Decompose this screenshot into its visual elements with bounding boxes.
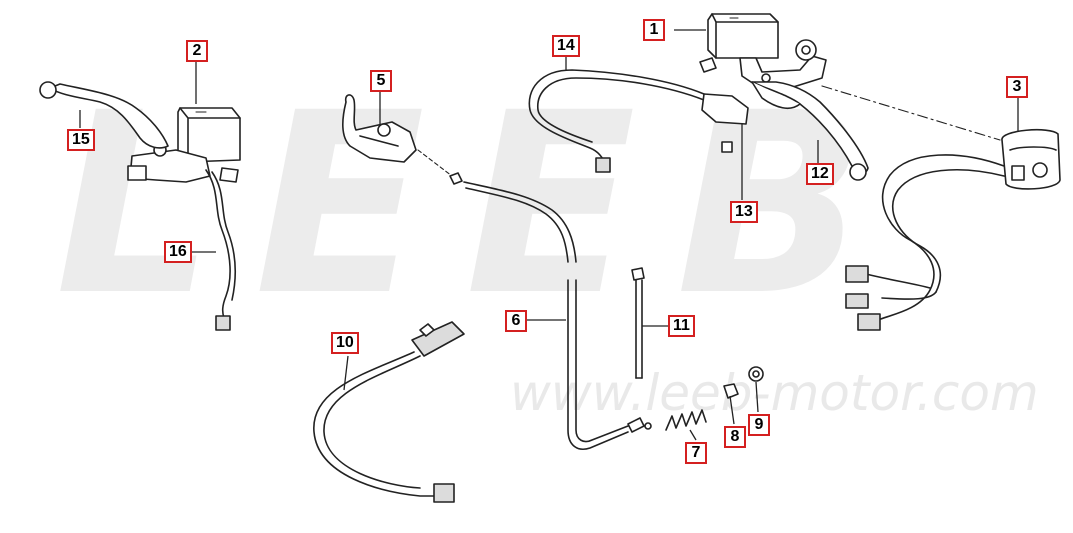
callout-2: 2 (186, 40, 208, 62)
callout-16: 16 (164, 241, 192, 263)
part-16-brake-switch-wire-left (205, 169, 237, 331)
part-15-brake-lever-left (39, 81, 169, 149)
part-5-cable-lever (341, 94, 453, 177)
part-8-clip (723, 383, 739, 399)
callout-8: 8 (724, 426, 746, 448)
callout-13: 13 (730, 201, 758, 223)
callout-1: 1 (643, 19, 665, 41)
callout-7: 7 (685, 442, 707, 464)
part-9-nut (748, 366, 764, 382)
callout-5: 5 (370, 70, 392, 92)
part-10-switch-wire (313, 321, 465, 503)
part-3-switch-right (845, 128, 1061, 331)
part-11-bolt (631, 267, 645, 379)
callout-14: 14 (552, 35, 580, 57)
callout-11: 11 (668, 315, 695, 337)
callout-12: 12 (806, 163, 834, 185)
part-2-master-cylinder-left (127, 107, 241, 183)
part-7-spring (665, 409, 707, 431)
callout-10: 10 (331, 332, 359, 354)
part-1-master-cylinder-right (699, 13, 827, 89)
callout-6: 6 (505, 310, 527, 332)
callout-15: 15 (67, 129, 95, 151)
part-14-brake-switch-wire (528, 69, 749, 173)
callout-3: 3 (1006, 76, 1028, 98)
part-6-brake-cable (449, 172, 652, 450)
part-12-brake-lever-right (751, 81, 1001, 181)
callout-9: 9 (748, 414, 770, 436)
leader-lines (79, 29, 1019, 441)
